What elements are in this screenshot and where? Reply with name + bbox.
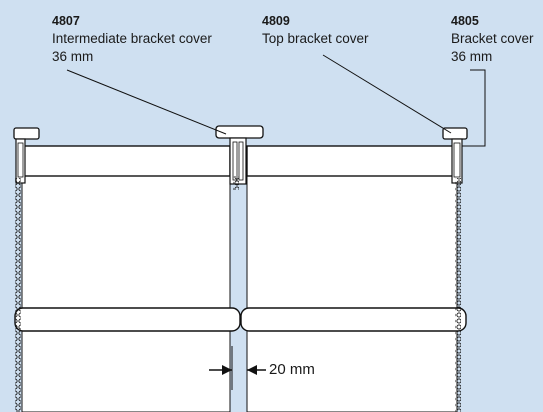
- left-end-bracket: [13, 127, 40, 184]
- label-top-code: 4809: [262, 14, 290, 28]
- label-bracket-name: Bracket cover: [451, 31, 534, 46]
- label-top-name: Top bracket cover: [262, 31, 369, 46]
- label-bracket-size: 36 mm: [451, 49, 493, 64]
- gap-dimension: [209, 346, 266, 390]
- right-top-roller: [246, 145, 458, 177]
- label-intermediate-code: 4807: [52, 14, 80, 28]
- label-intermediate-bracket: 4807 Intermediate bracket cover 36 mm: [52, 12, 212, 66]
- right-bottom-bar: [240, 307, 467, 332]
- middle-pull-chain: [233, 176, 239, 190]
- gap-dimension-label: 20 mm: [269, 361, 315, 378]
- left-bottom-bar: [14, 307, 241, 332]
- right-pull-chain: [455, 178, 461, 412]
- left-top-roller: [21, 145, 231, 177]
- leader-line-bracket: [462, 69, 486, 147]
- intermediate-bracket: [215, 125, 264, 185]
- leader-line-top: [322, 54, 452, 134]
- right-end-bracket: [442, 127, 468, 184]
- right-blind-fabric: [246, 145, 458, 412]
- label-intermediate-name: Intermediate bracket cover: [52, 31, 212, 46]
- left-blind-fabric: [21, 145, 231, 412]
- label-top-bracket: 4809 Top bracket cover: [262, 12, 369, 48]
- label-intermediate-size: 36 mm: [52, 49, 94, 64]
- left-pull-chain: [15, 178, 21, 412]
- label-bracket-cover: 4805 Bracket cover 36 mm: [451, 12, 534, 66]
- leader-line-intermediate: [66, 69, 227, 135]
- label-bracket-code: 4805: [451, 14, 479, 28]
